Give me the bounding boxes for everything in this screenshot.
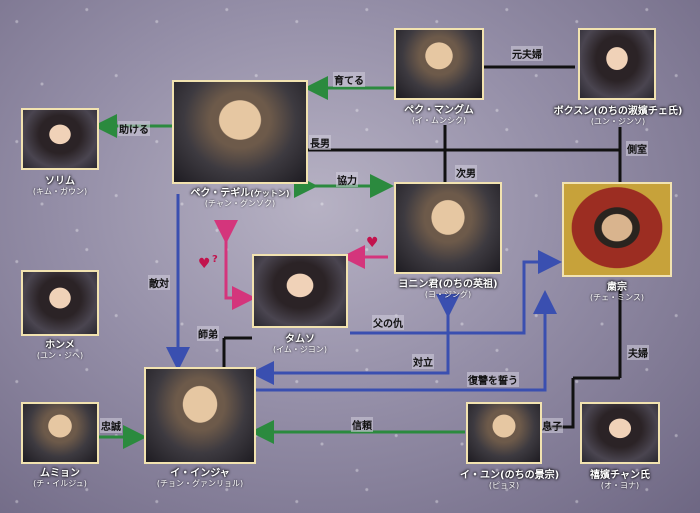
label-enemy: 敵対 (148, 275, 170, 290)
node-paek-manggum[interactable]: ペク・マングム (イ・ムンシク) (394, 28, 484, 133)
label-father-enemy: 父の仇 (372, 315, 404, 330)
character-name: ボクスン(のちの淑嬪チェ氏) (553, 106, 683, 117)
actor-name: (チョン・グァンリョル) (156, 479, 244, 488)
arrow-oppose (250, 294, 460, 385)
portrait (21, 402, 99, 464)
actor-name: (チャン・グンソク) (204, 199, 276, 208)
actor-name: (ユン・ジヘ) (36, 351, 84, 360)
portrait (578, 28, 656, 100)
character-name: ペク・マングム (404, 105, 474, 116)
heart-icon: ♥ (366, 235, 379, 251)
node-tamso[interactable]: タムソ (イム・ジヨン) (252, 254, 348, 358)
portrait (21, 108, 99, 170)
node-boksun[interactable]: ボクスン(のちの淑嬪チェ氏) (ユン・ジンソ) (548, 28, 688, 136)
character-name: イ・ユン(のちの景宗) (460, 470, 560, 481)
portrait (252, 254, 348, 328)
character-name: ペク・テギル(ケットン) (190, 188, 290, 199)
label-cooperate: 協力 (336, 172, 358, 187)
actor-name: (ピョヌ) (488, 481, 520, 490)
character-name: イ・インジャ (170, 468, 230, 479)
character-name: ソリム (45, 176, 75, 187)
label-loyalty: 忠誠 (100, 418, 122, 433)
label-eldest: 長男 (309, 135, 331, 150)
character-name: ヨニン君(のちの英祖) (398, 279, 498, 290)
arrow-tegil-tamso (214, 220, 256, 310)
label-concubine: 側室 (626, 141, 648, 156)
actor-name: (チェ・ミンス) (589, 293, 645, 302)
label-oppose: 対立 (412, 354, 434, 369)
actor-name: (ヨ・ジング) (424, 290, 472, 299)
actor-name: (キム・ガウン) (32, 187, 88, 196)
label-help: 助ける (118, 121, 150, 136)
portrait (21, 270, 99, 336)
node-paek-tegil[interactable]: ペク・テギル(ケットン) (チャン・グンソク) (172, 80, 308, 208)
node-homme[interactable]: ホンメ (ユン・ジヘ) (21, 270, 99, 362)
portrait (144, 367, 256, 464)
character-name: 粛宗 (607, 282, 627, 293)
actor-name: (ユン・ジンソ) (590, 117, 646, 126)
character-name: タムソ (285, 334, 315, 345)
label-disciple: 師弟 (197, 326, 219, 341)
label-revenge: 復讐を誓う (467, 372, 519, 387)
portrait (394, 28, 484, 100)
character-name: 禧嬪チャン氏 (590, 470, 650, 481)
node-lee-yun[interactable]: イ・ユン(のちの景宗) (ピョヌ) (460, 402, 560, 492)
label-ex-couple: 元夫婦 (511, 46, 543, 61)
heart-icon: ♥ (198, 256, 211, 272)
node-muryeong[interactable]: ムミョン (チ・イルジュ) (21, 402, 99, 490)
node-janghuibin[interactable]: 禧嬪チャン氏 (オ・ヨナ) (580, 402, 660, 492)
character-name: ホンメ (45, 340, 75, 351)
actor-name: (チ・イルジュ) (33, 479, 87, 488)
portrait (562, 182, 672, 277)
portrait (580, 402, 660, 464)
portrait (394, 182, 502, 274)
question-mark: ? (212, 254, 218, 265)
node-lee-inja[interactable]: イ・インジャ (チョン・グァンリョル) (144, 367, 256, 493)
label-son: 息子 (541, 418, 563, 433)
node-sukjong[interactable]: 粛宗 (チェ・ミンス) (556, 182, 678, 306)
portrait (466, 402, 542, 464)
portrait (172, 80, 308, 184)
label-raise: 育てる (333, 72, 365, 87)
actor-name: (イム・ジヨン) (272, 345, 328, 354)
label-couple: 夫婦 (627, 345, 649, 360)
node-yeoning[interactable]: ヨニン君(のちの英祖) (ヨ・ジング) (388, 182, 508, 304)
node-sorim[interactable]: ソリム (キム・ガウン) (21, 108, 99, 196)
label-second-son: 次男 (455, 165, 477, 180)
actor-name: (イ・ムンシク) (411, 116, 467, 125)
arrow-revenge (256, 290, 557, 392)
actor-name: (オ・ヨナ) (600, 481, 640, 490)
label-trust: 信頼 (351, 417, 373, 432)
character-name: ムミョン (40, 468, 80, 479)
